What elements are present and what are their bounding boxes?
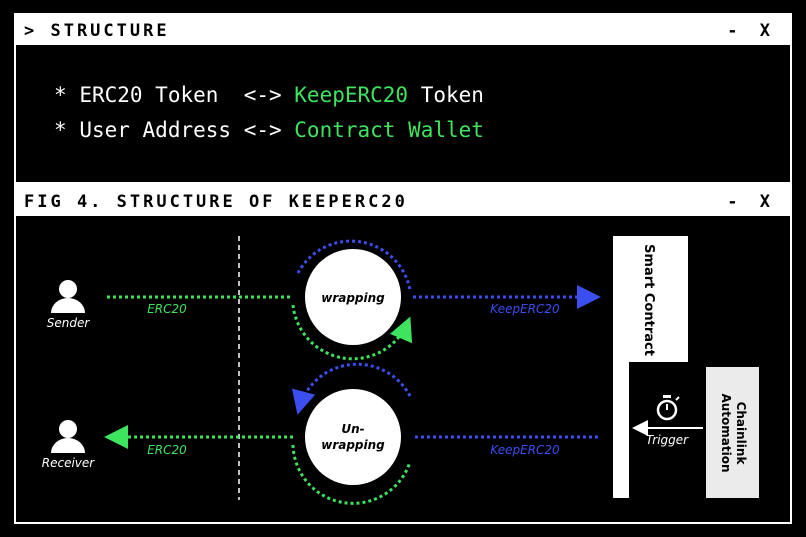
unwrapping-label-2: wrapping xyxy=(321,438,385,452)
wrapping-node xyxy=(305,249,401,345)
smart-contract-label: Smart Contract xyxy=(641,244,656,356)
wrap-arc-green xyxy=(291,304,413,361)
smart-contract-block xyxy=(613,236,688,498)
keep-top-label: KeepERC20 xyxy=(490,302,560,316)
keep-bottom-label: KeepERC20 xyxy=(490,443,560,457)
line-right-text: Token xyxy=(420,83,484,107)
bullet: * xyxy=(54,83,67,107)
structure-line-2: * User Address <-> Contract Wallet xyxy=(54,118,484,142)
receiver-label: Receiver xyxy=(42,456,96,470)
structure-titlebar: > STRUCTURE - X xyxy=(16,15,790,45)
bidirectional-arrow: <-> xyxy=(243,83,282,107)
unwrap-arc-blue xyxy=(291,362,412,415)
unwrapping-node xyxy=(305,389,401,485)
bullet: * xyxy=(54,118,67,142)
structure-title: > STRUCTURE xyxy=(24,21,170,41)
trigger-label: Trigger xyxy=(646,433,689,447)
highlight-text: KeepERC20 xyxy=(294,83,409,107)
bidirectional-arrow: <-> xyxy=(243,118,282,142)
highlight-text: Contract Wallet xyxy=(294,118,484,142)
line-left-text: User Address xyxy=(79,118,232,142)
sender-label: Sender xyxy=(47,316,91,330)
line-left-text: ERC20 Token xyxy=(79,83,219,107)
erc20-bottom-label: ERC20 xyxy=(147,443,187,457)
stopwatch-icon xyxy=(656,395,680,421)
wrapping-label: wrapping xyxy=(321,291,385,305)
unwrapping-label-1: Un- xyxy=(341,422,364,436)
user-icon xyxy=(51,420,85,453)
structure-line-1: * ERC20 Token <-> KeepERC20 Token xyxy=(54,83,484,107)
chainlink-automation-block xyxy=(706,367,759,498)
chainlink-label-1: Chainlink xyxy=(734,402,748,466)
user-icon xyxy=(51,280,85,313)
chainlink-label-2: Automation xyxy=(719,393,733,472)
figure-title: FIG 4. STRUCTURE OF KEEPERC20 xyxy=(24,192,408,212)
erc20-top-label: ERC20 xyxy=(147,302,187,316)
structure-window: > STRUCTURE - X * ERC20 Token <-> KeepER… xyxy=(14,13,792,184)
window-controls[interactable]: - X xyxy=(727,21,776,41)
figure-titlebar: FIG 4. STRUCTURE OF KEEPERC20 - X xyxy=(16,186,790,216)
wrap-arc-blue xyxy=(296,239,412,291)
window-controls[interactable]: - X xyxy=(727,192,776,212)
